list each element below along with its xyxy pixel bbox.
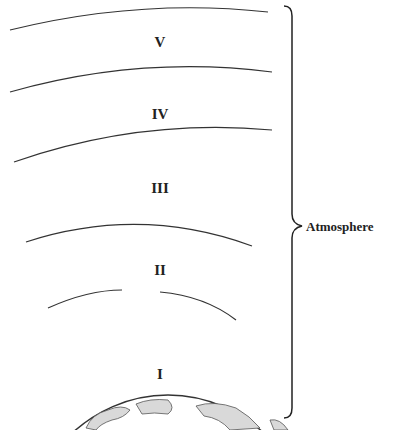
atmosphere-brace bbox=[284, 6, 302, 418]
brace-label: Atmosphere bbox=[306, 220, 374, 233]
layer-numeral: I bbox=[157, 367, 163, 382]
layer-numeral: V bbox=[155, 35, 166, 50]
layer-numeral: II bbox=[154, 263, 166, 278]
layer-numeral: IV bbox=[152, 107, 169, 122]
layer-boundary bbox=[160, 292, 236, 320]
layer-boundary bbox=[26, 224, 252, 246]
layer-boundary bbox=[48, 290, 122, 308]
earth-globe bbox=[18, 395, 318, 430]
layer-boundary bbox=[14, 127, 272, 162]
layer-boundary bbox=[10, 67, 272, 92]
layer-numeral: III bbox=[151, 181, 169, 196]
layer-boundary bbox=[10, 8, 268, 30]
